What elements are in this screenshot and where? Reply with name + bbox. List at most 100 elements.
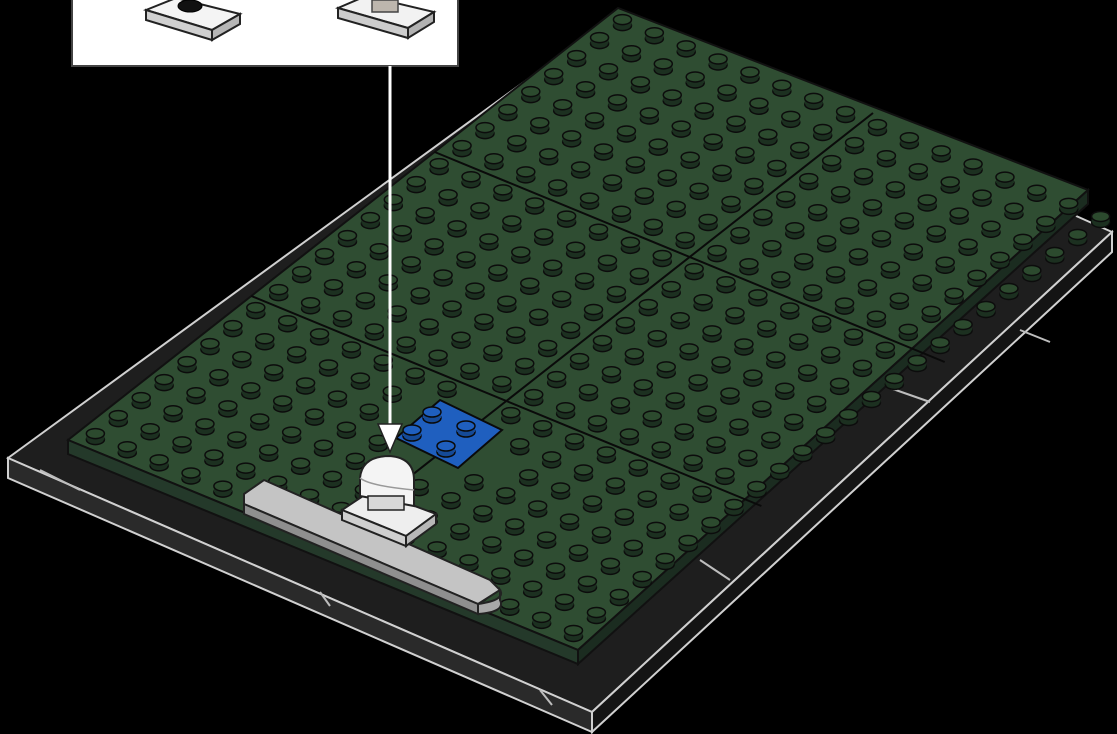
stud [201,339,219,355]
stud [590,224,608,240]
stud [402,257,420,273]
stud [1060,198,1078,214]
stud [1028,185,1046,201]
stud [602,367,620,383]
stud [725,499,743,515]
stud [224,321,242,337]
stud [855,169,873,185]
stud [695,103,713,119]
stud [653,250,671,266]
stud [265,365,283,381]
stud [416,208,434,224]
stud [356,293,374,309]
stud [945,288,963,304]
stud [497,488,515,504]
stud [713,165,731,181]
stud [525,390,543,406]
stud [1069,229,1087,245]
stud [686,72,704,88]
stud [656,553,674,569]
stud [178,357,196,373]
stud [908,355,926,371]
stud [749,290,767,306]
stud [328,391,346,407]
stud [675,424,693,440]
stud [270,285,288,301]
stud [591,33,609,49]
stud [568,51,586,67]
stud [753,401,771,417]
stud [524,581,542,597]
stud [704,134,722,150]
stud [586,113,604,129]
stud [1000,283,1018,299]
stud [132,393,150,409]
stud [750,98,768,114]
stud [544,260,562,276]
stud [434,270,452,286]
stud [877,151,895,167]
stud [616,318,634,334]
stud [499,105,517,121]
stud [587,607,605,623]
stud [846,138,864,154]
stud [494,185,512,201]
stud [658,170,676,186]
stud [633,571,651,587]
stud [977,301,995,317]
stud [558,211,576,227]
stud [900,133,918,149]
stud [545,69,563,85]
stud [968,270,986,286]
stud [553,291,571,307]
stud [420,319,438,335]
stud [557,403,575,419]
stud [808,396,826,412]
stud [109,411,127,427]
stud [597,447,615,463]
stud [484,345,502,361]
stud [452,332,470,348]
stud [411,288,429,304]
stud [173,437,191,453]
stud [652,442,670,458]
stud [578,576,596,592]
stud [635,188,653,204]
stud [850,249,868,265]
stud [572,162,590,178]
stud [621,237,639,253]
stud [661,473,679,489]
stud [606,478,624,494]
stud [786,223,804,239]
stud [498,296,516,312]
stud [996,172,1014,188]
stud [885,373,903,389]
stud [475,314,493,330]
stud [522,87,540,103]
stud [922,306,940,322]
stud [384,195,402,211]
stud [629,460,647,476]
stud [443,301,461,317]
stud [274,396,292,412]
stud [471,203,489,219]
stud [538,532,556,548]
stud [639,300,657,316]
stud [288,347,306,363]
stud [690,183,708,199]
stud [791,142,809,158]
stud [438,381,456,397]
stud [685,264,703,280]
stud [430,159,448,175]
stud [773,80,791,96]
stud [337,422,355,438]
stud [361,213,379,229]
stud [863,200,881,216]
stud [556,594,574,610]
stud [698,406,716,422]
stud [759,129,777,145]
stud [155,375,173,391]
stud [539,340,557,356]
stud [904,244,922,260]
